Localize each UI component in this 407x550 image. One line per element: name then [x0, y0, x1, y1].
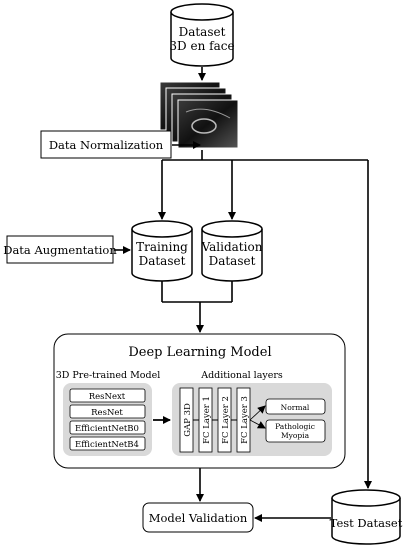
pretrained-model-panel: 3D Pre-trained Model ResNext ResNet Effi… — [56, 370, 161, 456]
dataset-label-line2: 3D en face — [169, 39, 234, 53]
arrow-to-normal — [249, 405, 266, 421]
additional-layers-title: Additional layers — [200, 370, 283, 381]
validation-label-line2: Dataset — [209, 254, 256, 268]
validation-dataset-cylinder: Validation Dataset — [201, 220, 263, 282]
model-validation-box: Model Validation — [142, 502, 254, 533]
data-normalization-label: Data Normalization — [49, 138, 164, 152]
deep-learning-model-title: Deep Learning Model — [128, 345, 271, 360]
oct-image-stack — [159, 81, 239, 149]
output-pathologic-line2: Myopia — [281, 431, 310, 440]
test-dataset-label: Test Dataset — [330, 516, 403, 530]
training-label-line2: Dataset — [139, 254, 186, 268]
output-normal-box — [265, 398, 326, 415]
data-augmentation-box: Data Augmentation — [3, 235, 117, 264]
output-pathologic-box — [265, 419, 326, 443]
output-normal-label: Normal — [281, 403, 310, 412]
test-dataset-cylinder: Test Dataset — [330, 489, 403, 545]
layer-fc2-label: FC Layer 2 — [221, 396, 231, 444]
layer-fc1-label: FC Layer 1 — [202, 396, 212, 444]
arrow-to-pathologic — [249, 419, 266, 429]
additional-layers-panel: Additional layers GAP 3D FC Layer 1 FC L… — [172, 370, 332, 456]
pretrained-model-item: EfficientNetB0 — [75, 424, 139, 434]
training-dataset-cylinder: Training Dataset — [131, 220, 193, 282]
pretrained-title: 3D Pre-trained Model — [56, 370, 161, 381]
model-validation-label: Model Validation — [149, 511, 248, 525]
dataset-cylinder: Dataset 3D en face — [169, 3, 235, 67]
dataset-label-line1: Dataset — [179, 25, 226, 39]
validation-label-line1: Validation — [201, 240, 263, 254]
data-normalization-box: Data Normalization — [40, 130, 172, 159]
pretrained-model-item: EfficientNetB4 — [75, 440, 139, 450]
training-label-line1: Training — [136, 240, 188, 254]
layer-gap3d-label: GAP 3D — [183, 403, 193, 437]
layer-fc3-label: FC Layer 3 — [240, 396, 250, 444]
data-augmentation-label: Data Augmentation — [3, 243, 117, 257]
pretrained-model-item: ResNet — [91, 408, 123, 418]
pretrained-model-item: ResNext — [89, 392, 126, 402]
output-pathologic-line1: Pathologic — [275, 422, 315, 431]
flow-connectors — [114, 67, 372, 522]
